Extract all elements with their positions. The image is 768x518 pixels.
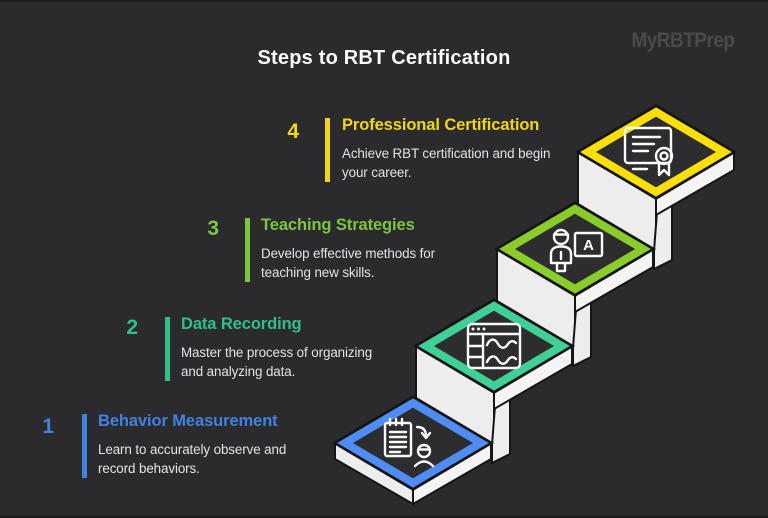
step-title-1: Behavior Measurement xyxy=(98,412,278,430)
step-textblock-3: Teaching Strategies Develop effective me… xyxy=(261,216,511,282)
step-number-1: 1 xyxy=(42,415,54,438)
page-title: Steps to RBT Certification xyxy=(257,47,511,69)
certificate-icon xyxy=(623,126,674,177)
top-border-line xyxy=(0,0,768,2)
step-number-2: 2 xyxy=(126,316,138,339)
brand-watermark: MyRBTPrep xyxy=(631,29,736,52)
step-title-2: Data Recording xyxy=(181,315,302,333)
diamond-step-1 xyxy=(337,398,489,488)
diamond-step-2 xyxy=(418,301,570,391)
step-number-3: 3 xyxy=(207,217,219,240)
step-description-1: Learn to accurately observe and record b… xyxy=(98,441,287,476)
teacher-board-icon: A xyxy=(549,228,604,273)
step-title-4: Professional Certification xyxy=(342,116,540,134)
step-accent-bar-4 xyxy=(325,118,330,182)
step-title-3: Teaching Strategies xyxy=(261,216,415,234)
step-description-3: Develop effective methods for teaching n… xyxy=(261,245,436,280)
bottom-border-line xyxy=(0,516,768,518)
clipboard-observer-icon xyxy=(383,417,435,468)
step-accent-bar-3 xyxy=(245,218,250,282)
step-description-4: Achieve RBT certification and begin your… xyxy=(342,145,551,180)
step-number-4: 4 xyxy=(287,120,299,143)
svg-text:A: A xyxy=(583,237,594,254)
step-accent-bar-1 xyxy=(82,414,87,478)
step-textblock-2: Data Recording Master the process of org… xyxy=(181,315,431,381)
step-accent-bar-2 xyxy=(165,317,170,381)
step-description-2: Master the process of organizing and ana… xyxy=(181,344,373,379)
stair-block-1 xyxy=(332,395,494,505)
data-window-icon xyxy=(466,322,522,370)
step-textblock-1: Behavior Measurement Learn to accurately… xyxy=(98,412,348,478)
step-textblock-4: Professional Certification Achieve RBT c… xyxy=(342,116,592,182)
